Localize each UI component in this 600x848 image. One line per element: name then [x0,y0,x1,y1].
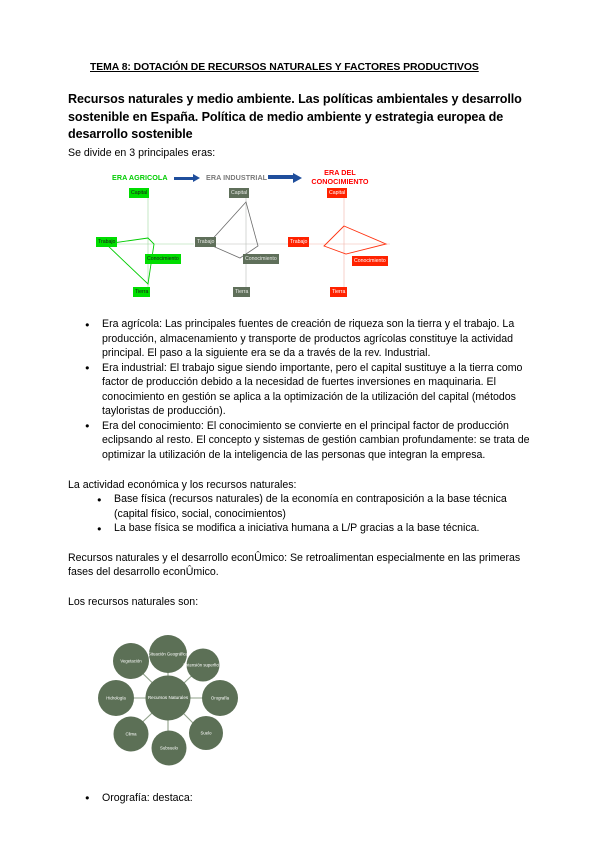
era-evolution-diagram: ERA AGRICOLA ERA INDUSTRIAL ERA DEL CONO… [96,166,396,306]
list-item: Era del conocimiento: El conocimiento se… [68,418,542,463]
radar3-node-capital: Capital [327,188,348,199]
radar2-node-capital: Capital [229,188,250,199]
radar2-node-tierra: Tierra [233,287,251,298]
final-bullet-list: Orografía: destaca: [68,790,542,805]
list-item: Era industrial: El trabajo sigue siendo … [68,360,542,419]
radar1-node-capital: Capital [129,188,150,199]
resources-heading: Los recursos naturales son: [68,595,199,608]
radar2-node-trabajo: Trabajo [195,237,217,248]
radar3-node-trabajo: Trabajo [288,237,310,248]
radar3-node-tierra: Tierra [330,287,348,298]
radar1-node-trabajo: Trabajo [96,237,118,248]
list-item: La base física se modifica a iniciativa … [68,521,542,536]
list-item: Era agrícola: Las principales fuentes de… [68,317,542,361]
radar1-node-tierra: Tierra [133,287,151,298]
activity-heading: La actividad económica y los recursos na… [68,478,297,491]
section-heading: Recursos naturales y medio ambiente. Las… [68,92,522,141]
era-header-conocimiento: ERA DEL CONOCIMIENTO [311,168,369,186]
document-title: TEMA 8: DOTACIÓN DE RECURSOS NATURALES Y… [90,62,479,73]
arrow-agricola-to-industrial-icon [174,174,200,183]
resources-circle-diagram: Situación Geográfica Extensión superfici… [90,620,290,780]
list-item: Base física (recursos naturales) de la e… [68,492,542,521]
radar-chart-era-agricola: Capital Trabajo Conocimiento Tierra [96,188,198,300]
radar-chart-era-industrial: Capital Trabajo Conocimiento Tierra [195,188,296,300]
intro-line: Se divide en 3 principales eras: [68,146,216,159]
era-header-industrial: ERA INDUSTRIAL [206,173,268,183]
radar2-node-conocimiento: Conocimiento [243,254,279,265]
activity-bullet-list: Base física (recursos naturales) de la e… [68,492,542,536]
era-header-agricola: ERA AGRICOLA [112,173,168,183]
list-item: Orografía: destaca: [68,790,542,805]
eras-bullet-list: Era agrícola: Las principales fuentes de… [68,317,542,462]
radar-chart-era-conocimiento: Capital Trabajo Conocimiento Tierra [288,188,394,300]
arrow-industrial-to-conocimiento-icon [268,172,302,183]
radar3-node-conocimiento: Conocimiento [352,256,388,267]
development-paragraph: Recursos naturales y el desarrollo econÛ… [68,551,521,579]
radar1-node-conocimiento: Conocimiento [145,254,181,265]
